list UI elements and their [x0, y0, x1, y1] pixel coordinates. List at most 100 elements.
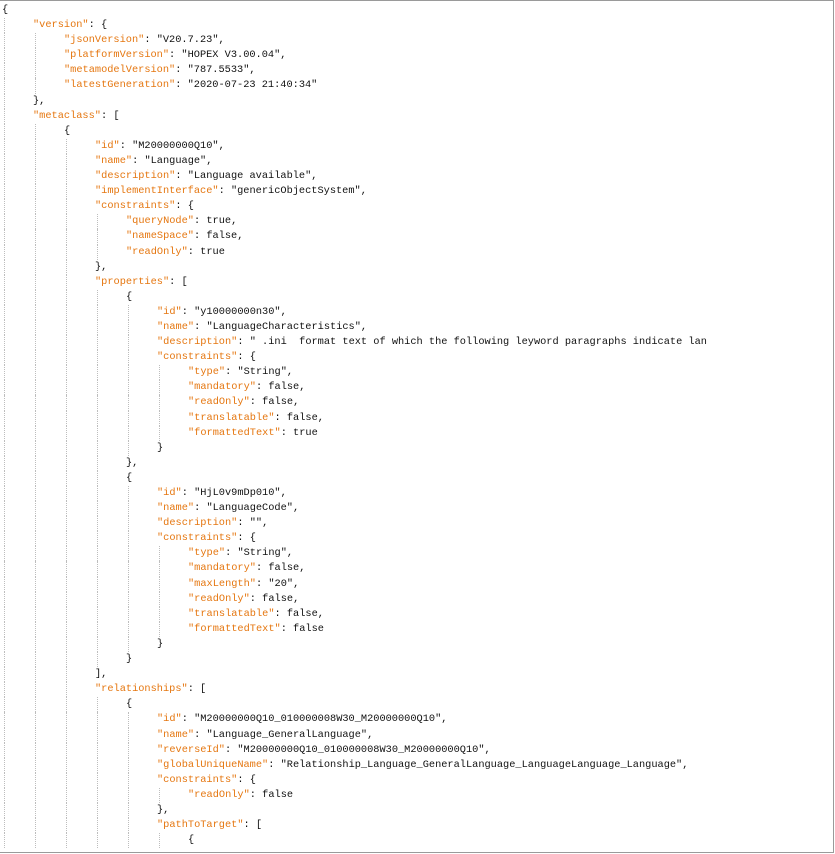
indent-guide: [35, 787, 36, 803]
indent-guide: [4, 199, 5, 215]
json-key: "queryNode": [126, 215, 194, 228]
code-line-content: {: [2, 3, 8, 18]
indent-guide: [35, 470, 36, 486]
json-code-view[interactable]: {"version": {"jsonVersion": "V20.7.23","…: [0, 3, 834, 853]
indent-guide: [97, 787, 98, 803]
code-line: {: [0, 833, 834, 849]
indent-guide: [97, 576, 98, 592]
indent-guide: [35, 153, 36, 170]
code-line-content: "type": "String",: [188, 546, 293, 561]
indent-guide: [97, 833, 98, 849]
code-line: "reverseId": "M20000000Q10_010000008W30_…: [0, 742, 834, 758]
indent-guide: [4, 274, 5, 290]
code-line-content: "constraints": {: [95, 199, 194, 214]
json-punctuation: ,: [682, 758, 689, 771]
indent-guide: [4, 380, 5, 396]
indent-guide: [159, 395, 160, 411]
json-punctuation: :: [249, 788, 263, 801]
code-line-content: "readOnly": false: [188, 788, 293, 803]
json-key: "description": [157, 517, 238, 530]
code-line-content: }: [157, 637, 163, 652]
json-value: "HOPEX V3.00.04": [181, 49, 281, 62]
indent-guide: [97, 697, 98, 713]
code-line: }: [0, 652, 834, 668]
code-line: },: [0, 802, 834, 819]
json-key: "description": [95, 170, 176, 183]
json-punctuation: :: [255, 562, 269, 575]
code-line: "globalUniqueName": "Relationship_Langua…: [0, 757, 834, 773]
json-punctuation: :: [255, 577, 269, 590]
code-line-content: "name": "LanguageCode",: [157, 501, 299, 516]
indent-guide: [4, 818, 5, 834]
code-line-content: "queryNode": true,: [126, 214, 237, 229]
indent-guide: [4, 289, 5, 305]
code-line: "description": "",: [0, 516, 834, 532]
json-punctuation: },: [126, 456, 139, 469]
code-line: "name": "Language",: [0, 153, 834, 170]
indent-guide: [66, 214, 67, 230]
indent-guide: [128, 380, 129, 396]
indent-guide: [4, 184, 5, 200]
json-punctuation: ,: [280, 305, 287, 318]
json-punctuation: ,: [299, 381, 306, 394]
code-line: "id": "M20000000Q10_010000008W30_M200000…: [0, 712, 834, 728]
json-punctuation: ,: [317, 607, 324, 620]
code-line: "readOnly": false,: [0, 395, 834, 411]
json-value: "M20000000Q10": [132, 139, 219, 152]
indent-guide: [66, 259, 67, 275]
code-line: "name": "Language_GeneralLanguage",: [0, 727, 834, 743]
indent-guide: [4, 425, 5, 441]
indent-guide: [97, 335, 98, 351]
code-line: "metaclass": [: [0, 108, 834, 124]
json-punctuation: ,: [206, 154, 213, 167]
indent-guide: [66, 365, 67, 381]
indent-guide: [35, 802, 36, 819]
json-value: "Relationship_Language_GeneralLanguage_L…: [280, 758, 683, 771]
json-punctuation: : [: [187, 683, 207, 696]
json-value: "Language available": [187, 170, 312, 183]
indent-guide: [66, 621, 67, 637]
indent-guide: [159, 576, 160, 592]
indent-guide: [4, 93, 5, 109]
indent-guide: [128, 818, 129, 834]
code-line: "readOnly": true: [0, 244, 834, 260]
json-value: "M20000000Q10_010000008W30_M20000000Q10": [194, 713, 442, 726]
code-line: "properties": [: [0, 274, 834, 290]
indent-guide: [35, 365, 36, 381]
json-value: false: [268, 562, 300, 575]
json-key: "readOnly": [188, 788, 250, 801]
indent-guide: [4, 33, 5, 49]
code-line-content: "latestGeneration": "2020-07-23 21:40:34…: [64, 78, 317, 93]
json-key: "readOnly": [126, 245, 188, 258]
indent-guide: [35, 410, 36, 426]
indent-guide: [4, 470, 5, 486]
indent-guide: [4, 787, 5, 803]
indent-guide: [4, 214, 5, 230]
code-line-content: "pathToTarget": [: [157, 818, 262, 833]
json-value: "": [249, 517, 263, 530]
indent-guide: [35, 576, 36, 592]
json-punctuation: },: [157, 803, 170, 816]
json-punctuation: {: [126, 698, 133, 711]
json-key: "readOnly": [188, 396, 250, 409]
indent-guide: [4, 531, 5, 547]
json-punctuation: :: [280, 622, 294, 635]
indent-guide: [66, 169, 67, 185]
indent-guide: [35, 712, 36, 728]
indent-guide: [66, 802, 67, 819]
json-value: "String": [237, 366, 287, 379]
indent-guide: [4, 591, 5, 607]
json-punctuation: ,: [286, 366, 294, 379]
indent-guide: [66, 561, 67, 577]
indent-guide: [4, 546, 5, 562]
json-punctuation: :: [193, 215, 207, 228]
indent-guide: [4, 229, 5, 245]
json-punctuation: ,: [280, 49, 287, 62]
json-value: true: [206, 215, 232, 228]
code-line: {: [0, 3, 834, 18]
code-line-content: }: [157, 441, 163, 456]
indent-guide: [97, 395, 98, 411]
indent-guide: [66, 244, 67, 260]
indent-guide: [159, 833, 160, 849]
indent-guide: [35, 184, 36, 200]
